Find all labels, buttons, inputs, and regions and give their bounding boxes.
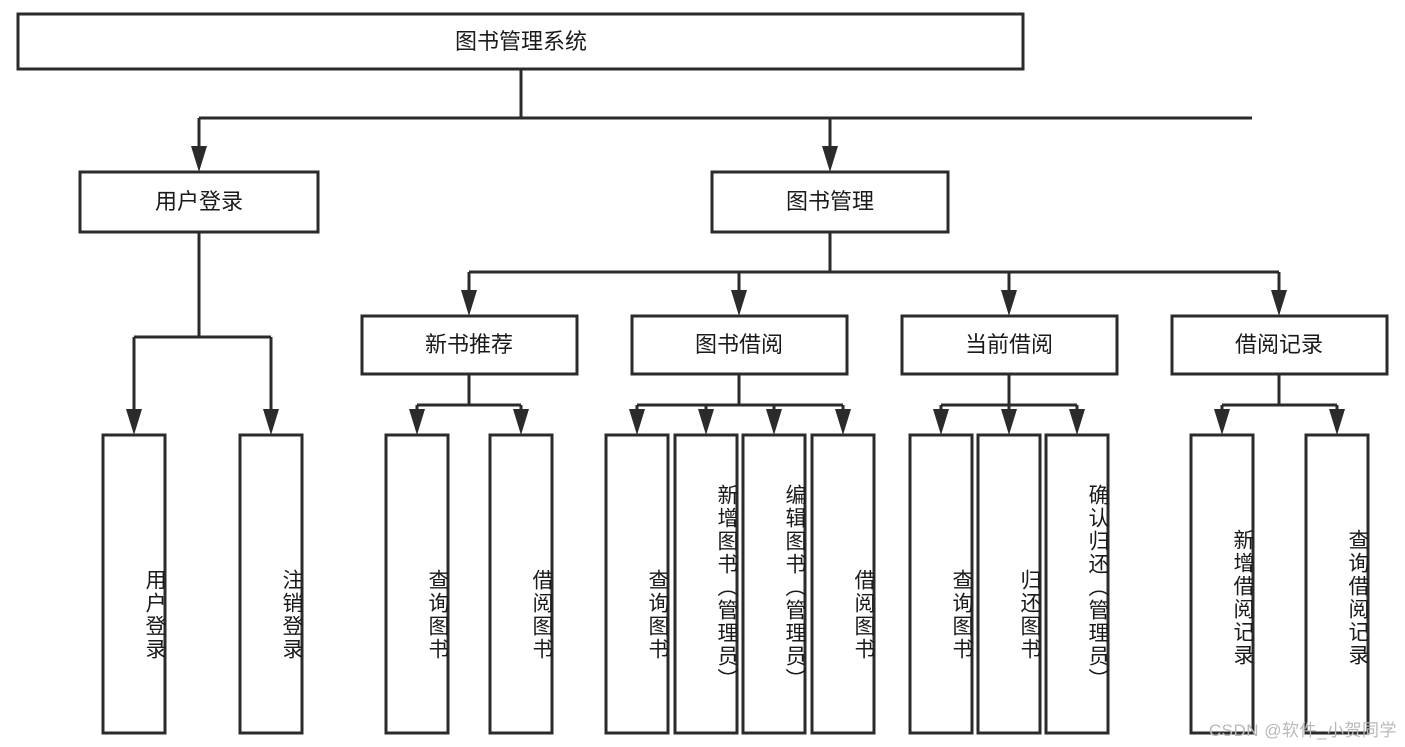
- node-borrow[interactable]: [630, 314, 849, 376]
- edge-newbooks-to-leaves: [409, 374, 529, 435]
- node-newbooks-query[interactable]: [384, 433, 450, 735]
- node-bookmgmt[interactable]: [710, 170, 950, 234]
- node-records[interactable]: [1170, 314, 1389, 376]
- node-borrow-add[interactable]: [673, 433, 739, 735]
- node-borrow-edit[interactable]: [741, 433, 807, 735]
- edge-root-to-level1: [191, 69, 1252, 172]
- node-root-label: 图书管理系统: [455, 29, 587, 54]
- node-current[interactable]: [900, 314, 1119, 376]
- node-login-user[interactable]: [101, 433, 167, 735]
- csdn-watermark: CSDN @软件_小贺同学: [1208, 721, 1397, 740]
- node-bookmgmt-label: 图书管理: [786, 189, 874, 214]
- node-current-return[interactable]: [976, 433, 1042, 735]
- node-newbooks-borrow[interactable]: [488, 433, 554, 735]
- node-records-label: 借阅记录: [1235, 332, 1323, 357]
- node-borrow-query[interactable]: [604, 433, 670, 735]
- node-current-confirm[interactable]: [1044, 433, 1110, 735]
- node-newbooks[interactable]: [360, 314, 579, 376]
- node-login[interactable]: [78, 170, 320, 234]
- node-current-query[interactable]: [908, 433, 974, 735]
- node-login-logout[interactable]: [238, 433, 304, 735]
- node-borrow-lend[interactable]: [810, 433, 876, 735]
- edge-records-to-leaves: [1214, 374, 1345, 435]
- edge-current-to-leaves: [933, 374, 1085, 435]
- edge-borrow-to-leaves: [629, 374, 851, 435]
- node-newbooks-label: 新书推荐: [425, 332, 513, 357]
- node-records-query[interactable]: [1304, 433, 1370, 735]
- node-login-label: 用户登录: [155, 189, 243, 214]
- node-current-label: 当前借阅: [965, 332, 1053, 357]
- node-root[interactable]: [16, 12, 1025, 71]
- edge-bookmgmt-to-level2: [461, 232, 1287, 316]
- node-borrow-label: 图书借阅: [695, 332, 783, 357]
- edge-login-to-leaves: [126, 232, 279, 435]
- node-records-add[interactable]: [1189, 433, 1255, 735]
